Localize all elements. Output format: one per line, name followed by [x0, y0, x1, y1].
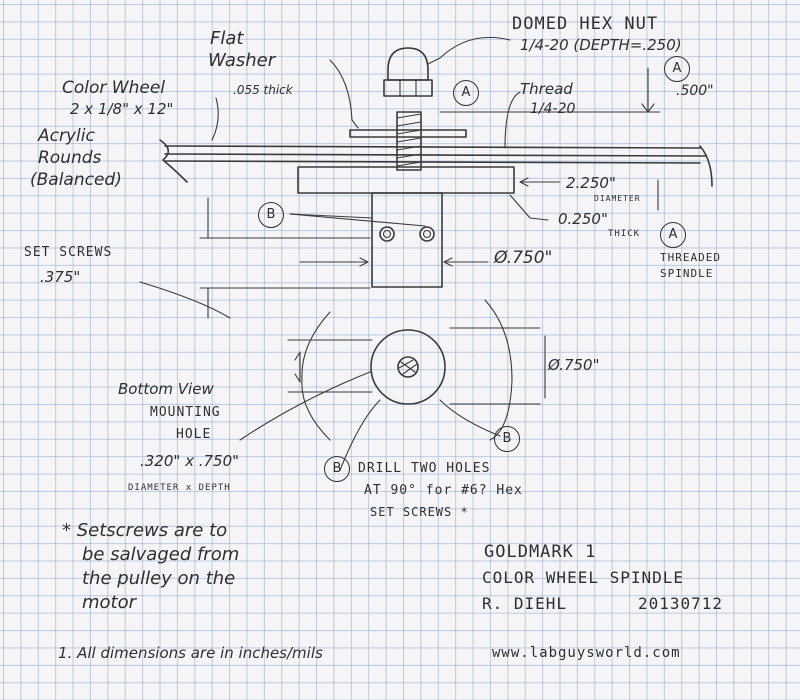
hub-disc — [297, 166, 515, 194]
threaded-stud — [396, 111, 422, 171]
flat-label: Flat — [210, 28, 244, 49]
drill-note-line-2: AT 90° for #6? Hex — [364, 483, 523, 498]
drill-note-line-3: SET SCREWS * — [370, 505, 469, 519]
marker-b-side: B — [258, 202, 284, 228]
domed-hex-nut — [383, 47, 433, 97]
hole-dims-caption: DIAMETER x DEPTH — [128, 483, 231, 493]
rounds-label: Rounds — [38, 148, 102, 168]
website-label: www.labguysworld.com — [492, 645, 681, 661]
washer-label: Washer — [208, 50, 276, 71]
dim-500-label: .500" — [676, 83, 714, 99]
title-line-1: GOLDMARK 1 — [484, 542, 597, 562]
thread-size-label: 1/4-20 — [530, 101, 576, 117]
flat-washer — [349, 129, 467, 138]
spindle-shaft — [371, 192, 443, 288]
hole-label: HOLE — [176, 427, 212, 442]
marker-b-drill: B — [324, 456, 350, 482]
note-line-1: * Setscrews are to — [62, 520, 228, 541]
date-label: 20130712 — [638, 594, 724, 613]
dimension-lines — [139, 67, 661, 319]
note-line-4: motor — [82, 592, 137, 613]
marker-a-nut: A — [453, 80, 479, 106]
set-screws-label: SET SCREWS — [24, 245, 113, 260]
marker-b-bottom: B — [494, 426, 520, 452]
footnote-label: 1. All dimensions are in inches/mils — [58, 644, 323, 662]
domed-nut-label: DOMED HEX NUT — [512, 14, 659, 34]
hub-thick-label: 0.250" — [558, 210, 608, 228]
threaded-label: THREADED — [660, 251, 721, 264]
bottom-diameter-label: Ø.750" — [548, 356, 600, 374]
mounting-label: MOUNTING — [150, 405, 221, 420]
balanced-label: (Balanced) — [30, 170, 122, 190]
nut-thread-label: 1/4-20 (DEPTH=.250) — [520, 36, 682, 54]
thick-word: THICK — [608, 229, 641, 239]
title-line-2: COLOR WHEEL SPINDLE — [482, 568, 685, 587]
diameter-word: DIAMETER — [594, 194, 641, 203]
set-screw-holes — [379, 226, 435, 242]
hub-diameter-label: 2.250" — [566, 174, 616, 192]
hole-dims-label: .320" x .750" — [140, 452, 240, 470]
drill-note-line-1: DRILL TWO HOLES — [358, 461, 491, 476]
spindle-label: SPINDLE — [660, 267, 714, 280]
note-line-3: the pulley on the — [82, 568, 236, 589]
wheel-size-label: 2 x 1/8" x 12" — [70, 100, 174, 118]
marker-a-spindle: A — [660, 222, 686, 248]
bottom-view-label: Bottom View — [118, 380, 214, 398]
color-wheel-label: Color Wheel — [62, 78, 166, 98]
thread-label: Thread — [520, 80, 573, 98]
leader-lines — [211, 36, 521, 227]
shaft-diameter-label: Ø.750" — [494, 248, 553, 268]
dim-375-label: .375" — [40, 268, 81, 286]
author-label: R. DIEHL — [482, 594, 568, 613]
acrylic-label: Acrylic — [38, 126, 95, 146]
color-wheel-discs — [159, 139, 713, 187]
washer-thick-label: .055 thick — [233, 83, 293, 97]
note-line-2: be salvaged from — [82, 544, 240, 565]
marker-a-dimension: A — [664, 56, 690, 82]
